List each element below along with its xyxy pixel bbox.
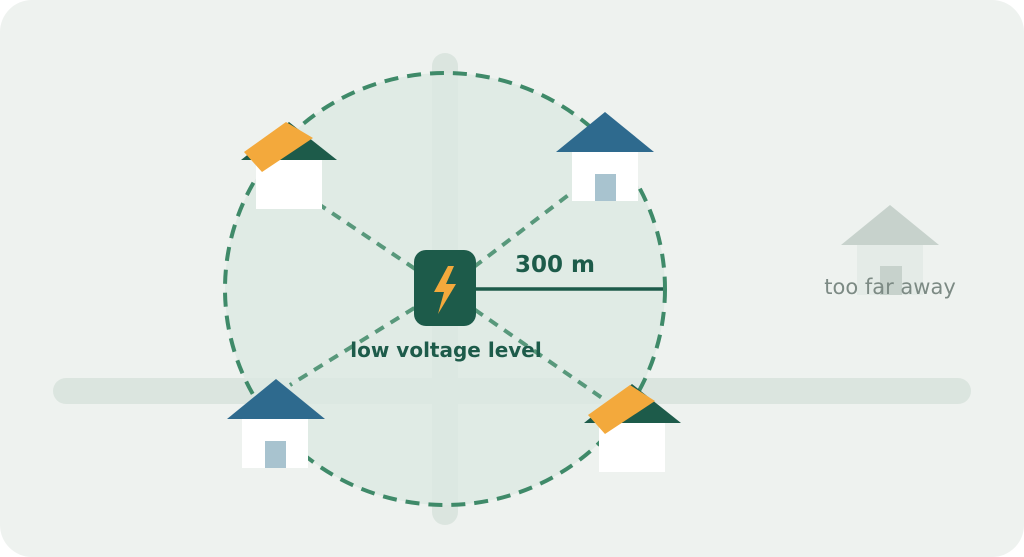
radius-label: 300 m — [515, 252, 595, 278]
house-top-left-icon — [241, 122, 337, 209]
house-bottom-right-icon — [584, 384, 681, 472]
house-bottom-left-icon — [227, 379, 325, 468]
lightning-bolt-icon — [434, 266, 456, 314]
house-top-right-icon — [556, 112, 654, 201]
far-house-icon — [841, 205, 939, 295]
far-label: too far away — [824, 275, 956, 299]
solar-panel-icon — [244, 122, 313, 172]
center-label: low voltage level — [350, 338, 541, 362]
transformer-hub — [414, 250, 476, 326]
connection-line — [443, 287, 607, 402]
solar-panel-icon — [588, 385, 655, 434]
connection-line — [288, 287, 447, 387]
